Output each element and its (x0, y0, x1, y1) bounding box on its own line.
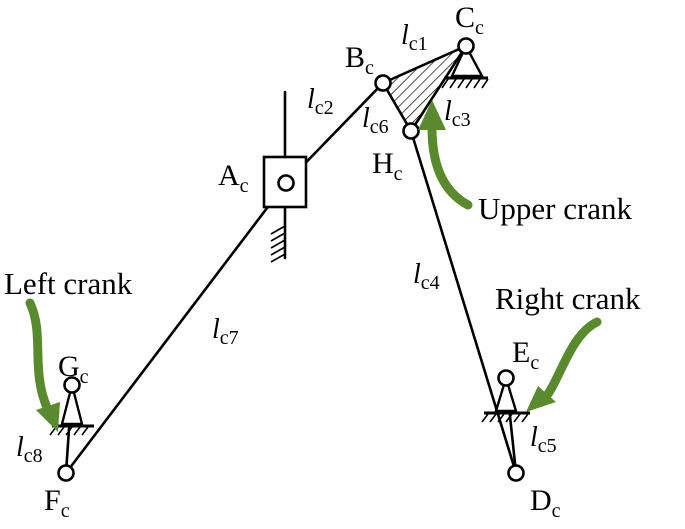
label-lc8: lc8 (16, 432, 43, 467)
label-c: Cc (455, 1, 484, 39)
label-a: Ac (218, 159, 249, 197)
joint-h (402, 122, 420, 140)
slider-ground-hatch (270, 225, 286, 263)
callout-left-crank: Left crank (4, 266, 133, 301)
label-lc7: lc7 (212, 314, 239, 349)
label-e: Ec (512, 336, 539, 374)
label-b: Bc (345, 41, 374, 79)
upper-crank-plate (381, 43, 470, 134)
link-lc4 (409, 129, 518, 475)
label-lc6: lc6 (362, 103, 389, 138)
joint-b (374, 74, 392, 92)
left-crank-arrow (25, 298, 60, 432)
label-lc3: lc3 (444, 96, 471, 131)
callout-upper-crank: Upper crank (478, 191, 633, 226)
label-lc1: lc1 (401, 20, 428, 55)
label-g: Gc (58, 350, 89, 388)
joint-e (497, 369, 515, 387)
joint-c (457, 37, 475, 55)
label-lc2: lc2 (307, 84, 334, 119)
label-h: Hc (372, 147, 403, 185)
joint-f (57, 464, 75, 482)
joint-d (507, 464, 525, 482)
label-lc4: lc4 (413, 259, 440, 294)
ground-support-e (481, 373, 530, 423)
callout-right-crank: Right crank (495, 281, 641, 316)
ground-support-c (441, 43, 489, 89)
label-lc5: lc5 (530, 422, 557, 457)
label-f: Fc (44, 484, 70, 522)
joint-a (277, 174, 295, 192)
right-crank-arrow (526, 317, 602, 412)
upper-crank-arrow (418, 100, 473, 210)
link-lc7 (64, 181, 288, 475)
joint-g (63, 376, 81, 394)
label-d: Dc (530, 484, 561, 522)
